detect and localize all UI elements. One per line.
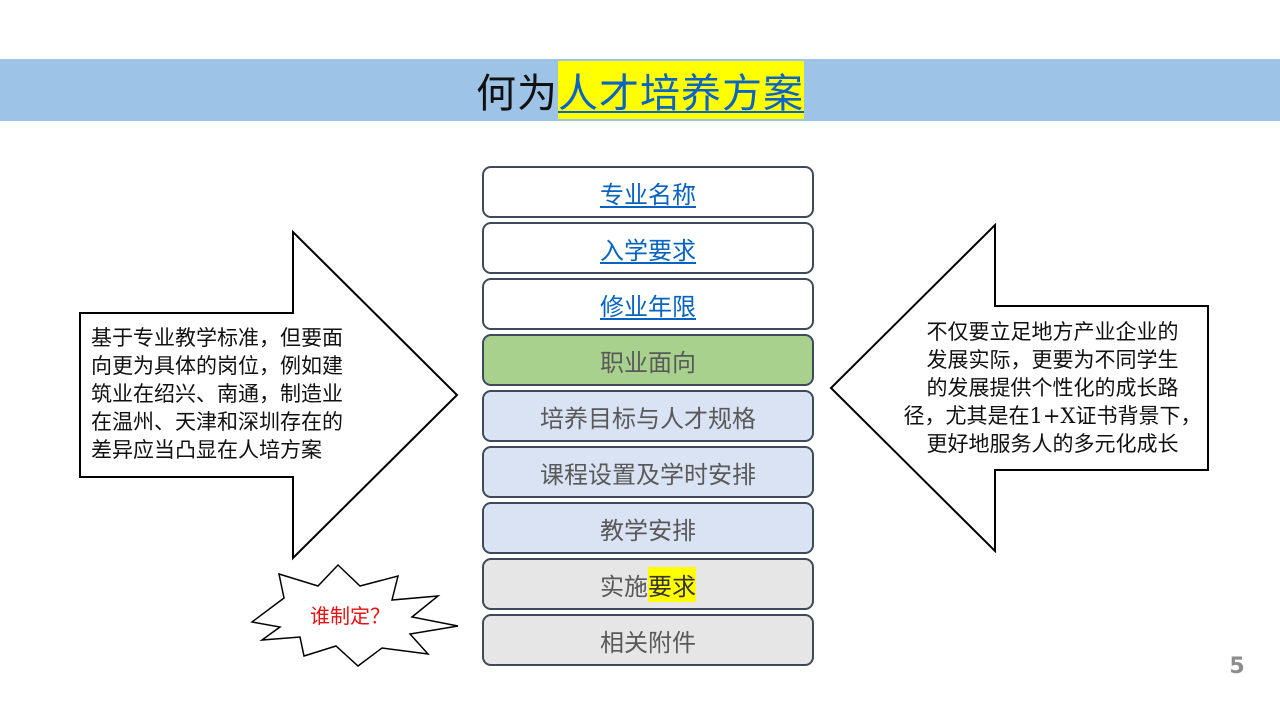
burst-shape xyxy=(250,563,459,667)
goals-label: 培养目标与人才规格 xyxy=(540,404,756,433)
attachments-label: 相关附件 xyxy=(600,628,696,657)
left-line: 差异应当凸显在人培方案 xyxy=(91,438,322,462)
burst-label: 谁制定？ xyxy=(310,604,390,628)
stack-item-admission[interactable]: 入学要求 xyxy=(482,222,814,274)
left-line: 筑业在绍兴、南通，制造业 xyxy=(91,382,343,406)
stack-item-courses: 课程设置及学时安排 xyxy=(482,446,814,498)
stack-item-career: 职业面向 xyxy=(482,334,814,386)
stack-item-teaching: 教学安排 xyxy=(482,502,814,554)
right-arrow-shape xyxy=(829,222,1209,554)
left-arrow-text: 基于专业教学标准，但要面 向更为具体的岗位，例如建 筑业在绍兴、南通，制造业 在… xyxy=(91,324,343,464)
implementation-label: 实施 xyxy=(600,572,648,601)
right-line: 径，尤其是在1+X证书背景下， xyxy=(903,404,1202,428)
left-line: 在温州、天津和深圳存在的 xyxy=(91,410,343,434)
left-line: 基于专业教学标准，但要面 xyxy=(91,326,343,350)
left-arrow-shape xyxy=(79,229,459,561)
right-line: 不仅要立足地方产业企业的 xyxy=(926,320,1179,344)
teaching-label: 教学安排 xyxy=(600,516,696,545)
stack-item-attachments: 相关附件 xyxy=(482,614,814,666)
page-number: 5 xyxy=(1229,654,1245,679)
right-line: 发展实际，更要为不同学生 xyxy=(926,348,1179,372)
admission-link[interactable]: 入学要求 xyxy=(600,236,696,265)
stack-item-duration[interactable]: 修业年限 xyxy=(482,278,814,330)
right-line: 更好地服务人的多元化成长 xyxy=(926,432,1179,456)
stack-item-goals: 培养目标与人才规格 xyxy=(482,390,814,442)
page-title: 何为人才培养方案 xyxy=(0,59,1280,121)
title-prefix: 何为 xyxy=(476,71,558,117)
stack-item-major-name[interactable]: 专业名称 xyxy=(482,166,814,218)
duration-link[interactable]: 修业年限 xyxy=(600,292,696,321)
major-name-link[interactable]: 专业名称 xyxy=(600,180,696,209)
stack-item-implementation: 实施要求 xyxy=(482,558,814,610)
right-arrow-text: 不仅要立足地方产业企业的 发展实际，更要为不同学生 的发展提供个性化的成长路 径… xyxy=(900,318,1205,458)
implementation-highlight: 要求 xyxy=(648,566,696,602)
right-line: 的发展提供个性化的成长路 xyxy=(926,376,1179,400)
career-label: 职业面向 xyxy=(600,348,696,377)
courses-label: 课程设置及学时安排 xyxy=(540,460,756,489)
title-highlight-link[interactable]: 人才培养方案 xyxy=(558,61,804,119)
left-line: 向更为具体的岗位，例如建 xyxy=(91,354,343,378)
